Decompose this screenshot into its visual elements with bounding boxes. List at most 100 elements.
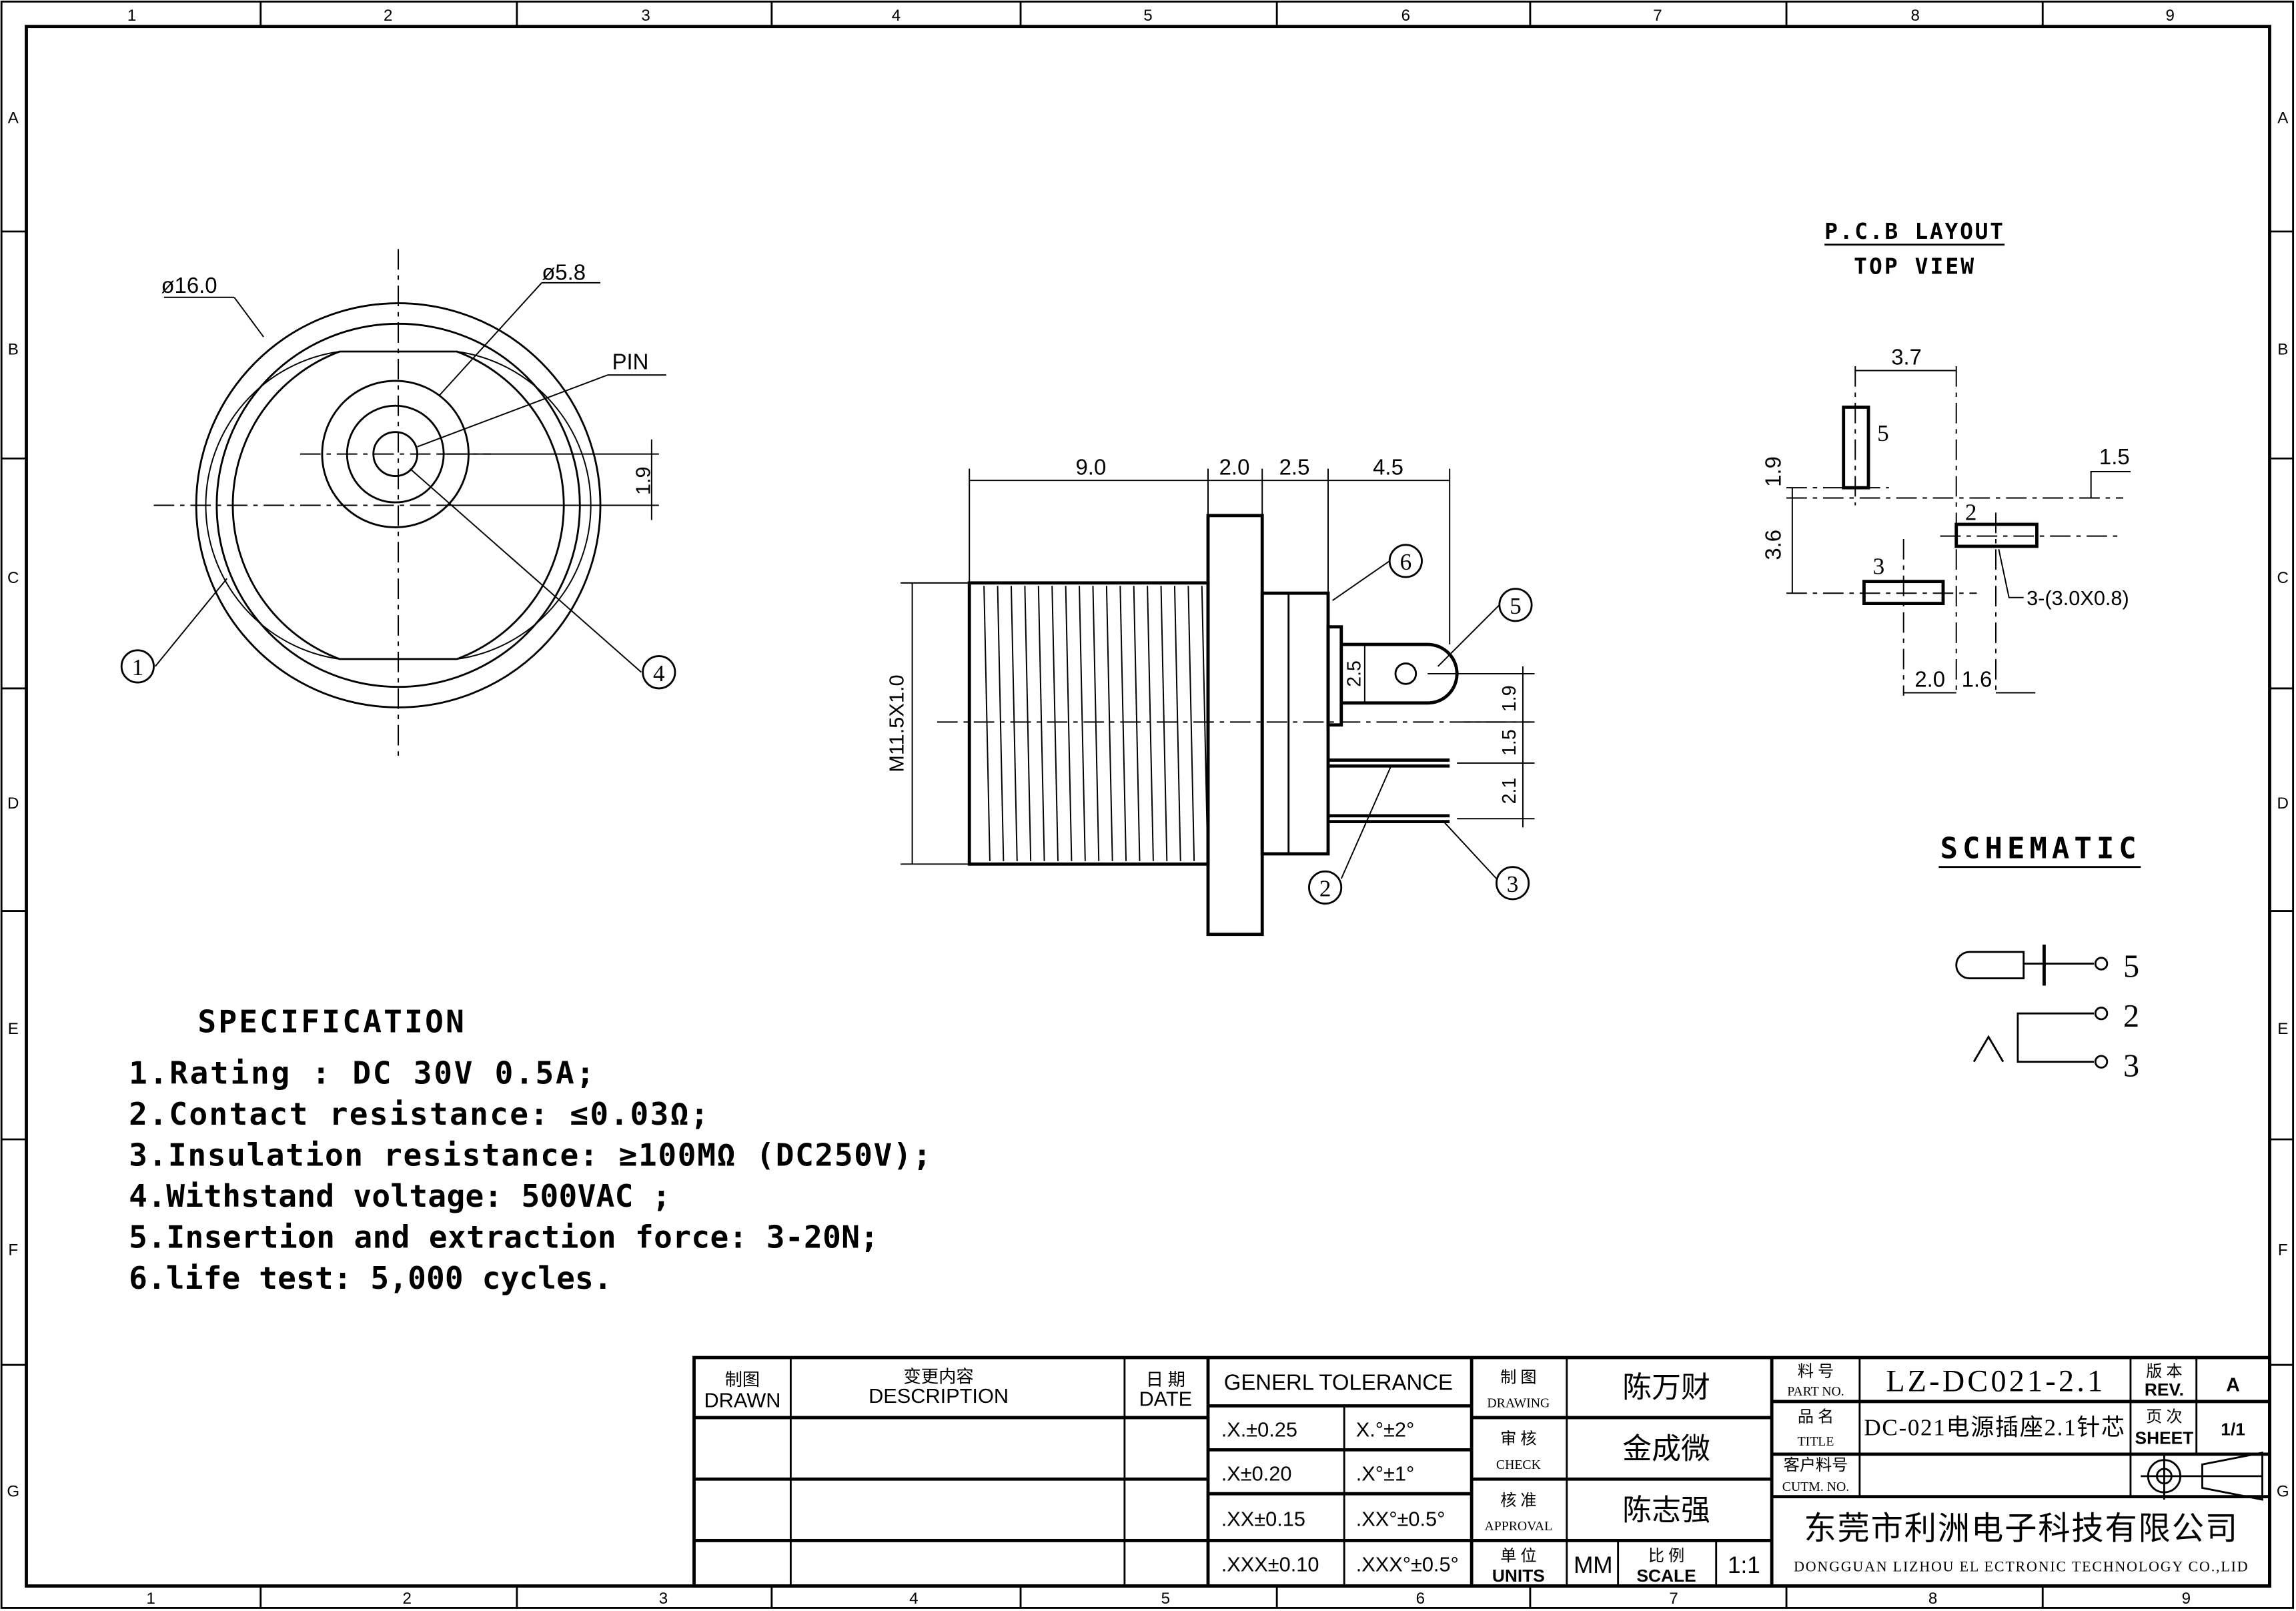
ruler-col: 9 <box>2166 7 2175 25</box>
ruler-col: 9 <box>2182 1590 2191 1608</box>
thread-dim: M11.5X1.0 <box>885 674 908 772</box>
dim-2-0: 2.0 <box>1914 667 1945 692</box>
sheet-value: 1/1 <box>2221 1419 2245 1439</box>
ruler-row: B <box>8 340 19 358</box>
ruler-col: 4 <box>909 1590 918 1608</box>
company-cn: 东莞市利洲电子科技有限公司 <box>1804 1511 2237 1546</box>
thread-line <box>1187 586 1195 861</box>
dim-right-2: 1.5 <box>1499 729 1520 756</box>
pad-2-label: 2 <box>1965 499 1977 525</box>
ruler-col: 6 <box>1416 1590 1425 1608</box>
desc-cn: 变更内容 <box>903 1367 973 1386</box>
ruler-col: 8 <box>1911 7 1920 25</box>
tolerance-linear: .XX±0.15 <box>1221 1508 1305 1531</box>
thread-line <box>1105 586 1113 861</box>
dim-3-7: 3.7 <box>1891 345 1922 370</box>
spec-item: 6.life test: 5,000 cycles. <box>129 1260 612 1296</box>
spec-item: 3.Insulation resistance: ≥100MΩ (DC250V)… <box>129 1137 931 1173</box>
pin-offset-dim: 1.9 <box>632 466 655 495</box>
svg-text:3: 3 <box>1507 871 1519 897</box>
drawing-name: 陈万财 <box>1622 1371 1710 1404</box>
ruler-col: 2 <box>403 1590 412 1608</box>
sheet-cn: 页 次 <box>2146 1408 2182 1426</box>
pad-3 <box>1862 580 1945 605</box>
ruler-row: G <box>2277 1483 2289 1501</box>
pad-note: 3-(3.0X0.8) <box>2027 586 2129 610</box>
svg-text:5: 5 <box>1510 593 1522 619</box>
pad-5 <box>1842 406 1870 490</box>
title-en: TITLE <box>1798 1434 1834 1449</box>
ruler-col: 7 <box>1669 1590 1678 1608</box>
sheet-en: SHEET <box>2135 1428 2194 1448</box>
dim-1-9: 1.9 <box>1760 456 1785 487</box>
thread-line <box>997 586 1005 861</box>
title-cn: 品 名 <box>1798 1408 1834 1426</box>
front-view: ø16.0 ø5.8 PIN 1.9 1 4 <box>120 249 676 759</box>
thread-line <box>1065 586 1073 861</box>
ruler-row: B <box>2277 340 2288 358</box>
ruler-col: 3 <box>641 7 650 25</box>
scale-cn: 比 例 <box>1648 1547 1684 1565</box>
check-en: CHECK <box>1496 1458 1542 1472</box>
partno-en: PART NO. <box>1787 1384 1844 1399</box>
pad-3-label: 3 <box>1873 554 1885 580</box>
projection-symbol-icon <box>2141 1452 2263 1501</box>
tolerance-angular: .X°±1° <box>1356 1462 1415 1485</box>
thread-line <box>1024 586 1032 861</box>
thread-line <box>1173 586 1181 861</box>
ruler-row: E <box>8 1020 19 1038</box>
balloon-5: 5 <box>1498 588 1533 622</box>
partno-cn: 料 号 <box>1798 1363 1834 1381</box>
check-name: 金成微 <box>1622 1433 1710 1466</box>
ruler-col: 1 <box>146 1590 155 1608</box>
ruler-col: 6 <box>1401 7 1410 25</box>
units-value: MM <box>1574 1552 1613 1578</box>
ruler-col: 5 <box>1143 7 1152 25</box>
svg-text:2: 2 <box>1319 876 1331 902</box>
ruler-col: 8 <box>1928 1590 1937 1608</box>
pin-label: PIN <box>612 349 649 374</box>
balloon-3: 3 <box>1496 866 1530 901</box>
schematic-pin-3: 3 <box>2123 1049 2139 1084</box>
ruler-right: A B C D E F G <box>2277 109 2289 1501</box>
dim-terminal: 4.5 <box>1373 454 1403 479</box>
ruler-row: G <box>7 1483 19 1501</box>
svg-text:6: 6 <box>1400 549 1412 575</box>
date-en: DATE <box>1139 1388 1193 1411</box>
thread-line <box>1147 586 1154 861</box>
pcb-subtitle: TOP VIEW <box>1854 253 1974 280</box>
tolerance-title: GENERL TOLERANCE <box>1224 1370 1453 1394</box>
approval-en: APPROVAL <box>1485 1519 1553 1534</box>
spec-item: 4.Withstand voltage: 500VAC ; <box>129 1178 670 1214</box>
spec-title: SPECIFICATION <box>197 1004 464 1040</box>
company-en: DONGGUAN LIZHOU EL ECTRONIC TECHNOLOGY C… <box>1794 1558 2247 1575</box>
ruler-row: F <box>2278 1241 2288 1259</box>
scale-value: 1:1 <box>1728 1552 1760 1578</box>
dim-right-3: 2.1 <box>1499 778 1520 804</box>
drawn-en: DRAWN <box>704 1389 780 1412</box>
dim-body-length: 9.0 <box>1076 454 1107 479</box>
date-cn: 日 期 <box>1146 1370 1185 1390</box>
approval-name: 陈志强 <box>1622 1494 1710 1527</box>
rev-en: REV. <box>2145 1380 2184 1400</box>
schematic-title: SCHEMATIC <box>1940 832 2137 866</box>
tolerance-linear: .XXX±0.10 <box>1221 1553 1319 1576</box>
drawn-cn: 制图 <box>725 1370 760 1390</box>
pcb-title: P.C.B LAYOUT <box>1824 218 2003 244</box>
side-view: 9.0 2.0 2.5 4.5 M11.5X1.0 2.5 1.9 1.5 2.… <box>885 454 1535 937</box>
ruler-col: 1 <box>127 7 136 25</box>
ruler-row: E <box>2277 1020 2288 1038</box>
ruler-row: A <box>8 109 19 127</box>
tab-height-dim: 2.5 <box>1343 660 1365 687</box>
ruler-row: D <box>7 794 19 813</box>
tolerance-angular: X.°±2° <box>1356 1418 1415 1442</box>
balloon-2: 2 <box>1308 870 1343 905</box>
svg-text:1: 1 <box>132 654 144 680</box>
tolerance-linear: .X.±0.25 <box>1221 1418 1297 1442</box>
units-en: UNITS <box>1492 1566 1545 1586</box>
title-value: DC-021电源插座2.1针芯 <box>1864 1414 2125 1440</box>
ruler-row: A <box>2277 109 2289 127</box>
rev-cn: 版 本 <box>2146 1363 2182 1381</box>
spec-item: 5.Insertion and extraction force: 3-20N; <box>129 1219 879 1255</box>
balloon-1: 1 <box>120 649 155 684</box>
